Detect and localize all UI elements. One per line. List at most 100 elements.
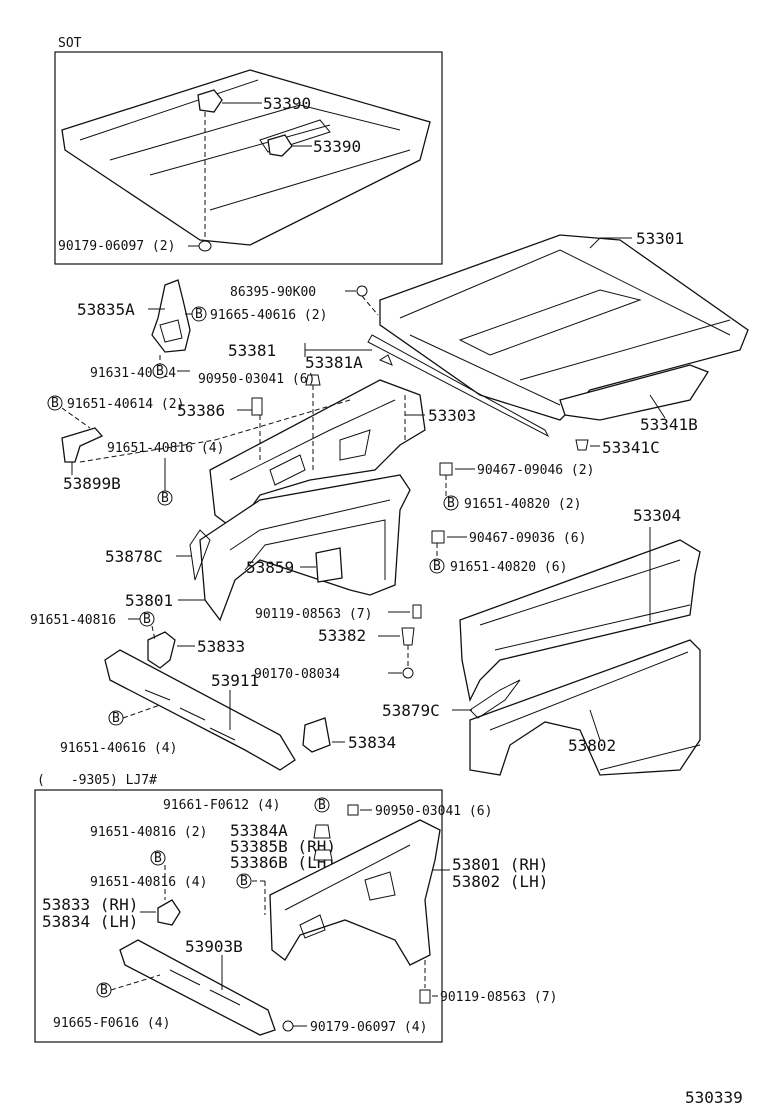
sot-bracket-53390-b — [267, 134, 293, 157]
bracket-53833 — [147, 631, 176, 669]
callout-b-4: B — [157, 490, 173, 506]
label-91651-40816-4: 91651-40816 (4) — [107, 441, 224, 456]
nut-90467-09046 — [439, 462, 453, 476]
label-53802: 53802 — [568, 736, 616, 755]
callout-b-5: B — [443, 495, 459, 511]
bolt-q90119 — [419, 989, 431, 1004]
label-q53903b: 53903B — [185, 937, 243, 956]
label-q53834: 53834 (LH) — [42, 912, 138, 931]
cushion-53382 — [401, 627, 415, 646]
label-53341c: 53341C — [602, 438, 660, 457]
label-q53385b: 53385B (RH) — [230, 837, 336, 856]
label-53835a: 53835A — [77, 300, 135, 319]
weatherstrip-53381 — [367, 334, 550, 438]
bolt-90119 — [412, 604, 422, 619]
label-q53384a: 53384A — [230, 821, 288, 840]
label-q90119: 90119-08563 (7) — [440, 990, 557, 1005]
svg-text:B: B — [240, 874, 248, 889]
callout-b-11: B — [236, 873, 252, 889]
sot-label: SOT — [58, 36, 82, 51]
clip-q90950 — [347, 804, 359, 816]
clip-90950 — [305, 374, 321, 386]
apron-assembly: 53303 53801 53878C 53859 53386 90950-030… — [105, 372, 476, 622]
nut-86395 — [356, 285, 368, 297]
label-53899b: 53899B — [63, 474, 121, 493]
hood-assembly: 53301 53341B 53341C 53381 53381A 86395-9… — [228, 229, 749, 457]
label-53879c: 53879C — [382, 701, 440, 720]
label-53304: 53304 — [633, 506, 681, 525]
label-53390-a: 53390 — [263, 94, 311, 113]
label-90170: 90170-08034 — [254, 667, 340, 682]
svg-text:B: B — [195, 307, 203, 322]
label-90467-09046: 90467-09046 (2) — [477, 463, 594, 478]
apron-q53801 — [269, 819, 441, 966]
callout-b-6: B — [429, 558, 445, 574]
nut-q90179 — [282, 1020, 294, 1032]
pad-q53384a — [313, 824, 331, 839]
fender-liner-53304 — [459, 539, 701, 702]
nut-90170 — [402, 667, 414, 679]
label-53859: 53859 — [246, 558, 294, 577]
label-53911: 53911 — [211, 671, 259, 690]
lj7-label: ( -9305) LJ7# — [37, 773, 157, 788]
fender-assembly: 53304 53802 53879C — [382, 506, 701, 776]
label-53381a: 53381A — [305, 353, 363, 372]
drawing-number: 530339 — [685, 1088, 743, 1107]
label-90119-7: 90119-08563 (7) — [255, 607, 372, 622]
hinge-assembly: 53835A B 91665-40616 (2) 91631-40814 B 5… — [47, 279, 351, 506]
clip-53381a — [378, 354, 393, 366]
sot-bracket-53390-a — [197, 89, 223, 113]
sot-inset: SOT 53390 53390 90179-06097 (2) — [54, 36, 443, 265]
label-53382: 53382 — [318, 626, 366, 645]
lower-left-parts: 91651-40816 B 53833 53911 B 91651-40616 … — [30, 611, 396, 771]
label-53386: 53386 — [177, 401, 225, 420]
apron-53801 — [199, 474, 411, 622]
label-91665-40616: 91665-40616 (2) — [210, 308, 327, 323]
bracket-q53833 — [157, 899, 181, 926]
label-91651-40616-4: 91651-40616 (4) — [60, 741, 177, 756]
label-53878c: 53878C — [105, 547, 163, 566]
svg-text:B: B — [51, 396, 59, 411]
label-90950-6: 90950-03041 (6) — [198, 372, 315, 387]
label-q53801: 53801 (RH) — [452, 855, 548, 874]
svg-text:B: B — [143, 612, 151, 627]
label-q90950: 90950-03041 (6) — [375, 804, 492, 819]
crossmember-q53903b — [119, 939, 276, 1036]
svg-text:B: B — [112, 711, 120, 726]
right-fasteners: 90467-09046 (2) B 91651-40820 (2) 90467-… — [429, 462, 594, 575]
callout-b-9: B — [314, 797, 330, 813]
label-53390-b: 53390 — [313, 137, 361, 156]
label-53833: 53833 — [197, 637, 245, 656]
label-53341b: 53341B — [640, 415, 698, 434]
clip-53341c — [575, 439, 589, 451]
svg-text:B: B — [100, 983, 108, 998]
svg-text:B: B — [447, 496, 455, 511]
label-86395: 86395-90K00 — [230, 285, 316, 300]
label-53301: 53301 — [636, 229, 684, 248]
stay-53899b — [61, 427, 104, 463]
label-91651-40820-6: 91651-40820 (6) — [450, 560, 567, 575]
sot-frame — [54, 51, 443, 265]
label-53801: 53801 — [125, 591, 173, 610]
fender-53802 — [469, 639, 701, 776]
hinge-53835a — [151, 279, 191, 353]
label-53834: 53834 — [348, 733, 396, 752]
label-53381: 53381 — [228, 341, 276, 360]
label-q91665: 91665-F0616 (4) — [53, 1016, 170, 1031]
callout-b-3: B — [47, 395, 63, 411]
seal-53878c — [189, 529, 211, 581]
callout-b-8: B — [108, 710, 124, 726]
sot-clip — [198, 240, 212, 252]
label-q91651-2: 91651-40816 (2) — [90, 825, 207, 840]
bracket-53834 — [302, 717, 331, 753]
svg-text:B: B — [318, 798, 326, 813]
callout-b-10: B — [150, 850, 166, 866]
label-q91661: 91661-F0612 (4) — [163, 798, 280, 813]
pad-53859 — [315, 547, 343, 583]
label-q53386b: 53386B (LH) — [230, 853, 336, 872]
crossmember-53911 — [104, 649, 296, 771]
svg-text:B: B — [433, 559, 441, 574]
seal-q53385b — [313, 849, 333, 861]
nut-90467-09036 — [431, 530, 445, 544]
